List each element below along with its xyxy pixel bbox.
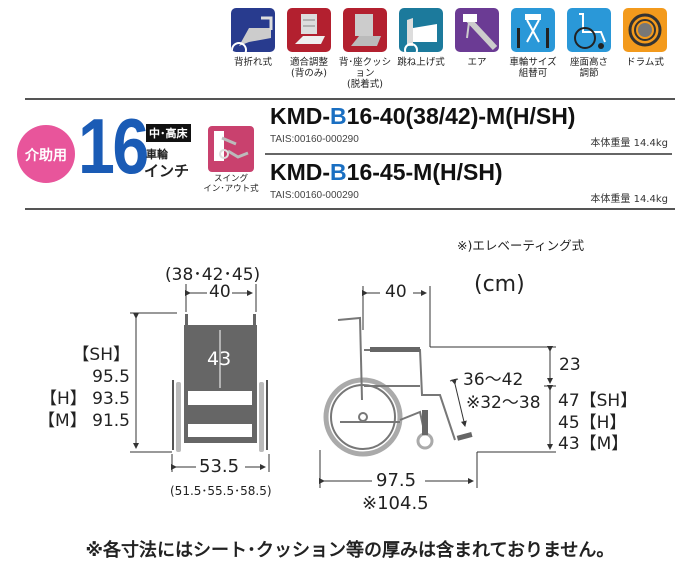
wheel-label: 車輪 — [146, 148, 168, 161]
height-h: 【H】 93.5 — [39, 389, 130, 409]
feature-label: 背折れ式 — [233, 57, 272, 68]
total-heights: 【SH】95.5 【H】 93.5 【M】 91.5 — [36, 344, 130, 432]
weight-1: 本体重量 14.4kg — [590, 138, 668, 149]
total-length: 97.5 — [376, 470, 417, 491]
seat-depth: 40 — [385, 282, 407, 302]
height-m: 【M】 91.5 — [38, 411, 130, 431]
feature-label: 座面高さ 調節 — [569, 57, 608, 79]
drum-brake-icon — [623, 8, 667, 52]
wheel-size-icon — [511, 8, 555, 52]
folding-back-icon — [231, 8, 275, 52]
divider — [25, 208, 675, 210]
height-sh: 【SH】95.5 — [72, 345, 130, 387]
seat-height-icon — [567, 8, 611, 52]
back-adjust-icon — [287, 8, 331, 52]
front-view-drawing — [130, 284, 270, 472]
seat-width-options: (38･42･45) — [165, 265, 261, 285]
weight-2: 本体重量 14.4kg — [590, 194, 668, 205]
category-badge — [17, 125, 75, 183]
divider — [265, 153, 672, 155]
total-length-elevating: ※104.5 — [362, 493, 429, 514]
inch-label: インチ — [144, 162, 190, 180]
total-width: 53.5 — [199, 456, 240, 477]
feature-label: 背･座クッション (脱着式) — [338, 57, 392, 90]
seat-height-m: 43【M】 — [558, 434, 629, 454]
elevating-note: ※)エレベーティング式 — [457, 238, 585, 253]
swing-in-out-icon — [208, 126, 254, 172]
wheel-size: 16 — [78, 102, 149, 190]
air-tire-icon — [455, 8, 499, 52]
footnote: ※各寸法にはシート･クッション等の厚みは含まれておりません。 — [85, 540, 615, 561]
feature-label: ドラム式 — [626, 57, 664, 68]
feature-label: エア — [467, 57, 487, 68]
side-view-drawing — [319, 286, 556, 488]
flip-up-icon — [399, 8, 443, 52]
seat-height-h: 45【H】 — [558, 412, 627, 433]
cushion-icon — [343, 8, 387, 52]
swing-label: スイング イン･アウト式 — [203, 174, 259, 194]
category-label: 介助用 — [25, 148, 67, 164]
divider — [25, 98, 675, 100]
leg-length: 36〜42 — [463, 370, 524, 390]
tais-code-1: TAIS:00160-000290 — [270, 134, 359, 145]
seat-heights: 47【SH】 45【H】 43【M】 — [558, 391, 637, 456]
back-height: 43 — [207, 348, 232, 370]
seat-height-sh: 47【SH】 — [558, 391, 638, 411]
feature-label: 跳ね上げ式 — [397, 57, 445, 68]
unit-label: (cm) — [474, 272, 525, 297]
leg-length-elevating: ※32〜38 — [466, 393, 541, 413]
feature-label: 適合調整 (背のみ) — [289, 57, 328, 79]
model-name-2: KMD-B16-45-M(H/SH) — [270, 159, 503, 185]
model-name-1: KMD-B16-40(38/42)-M(H/SH) — [270, 103, 576, 129]
tais-code-2: TAIS:00160-000290 — [270, 190, 359, 201]
floor-badge: 中･高床 — [146, 124, 191, 142]
total-width-options: (51.5･55.5･58.5) — [170, 484, 272, 498]
seat-width: 40 — [209, 282, 231, 302]
feature-label: 車輪サイズ 組替可 — [509, 57, 557, 79]
armrest-height: 23 — [559, 355, 581, 375]
